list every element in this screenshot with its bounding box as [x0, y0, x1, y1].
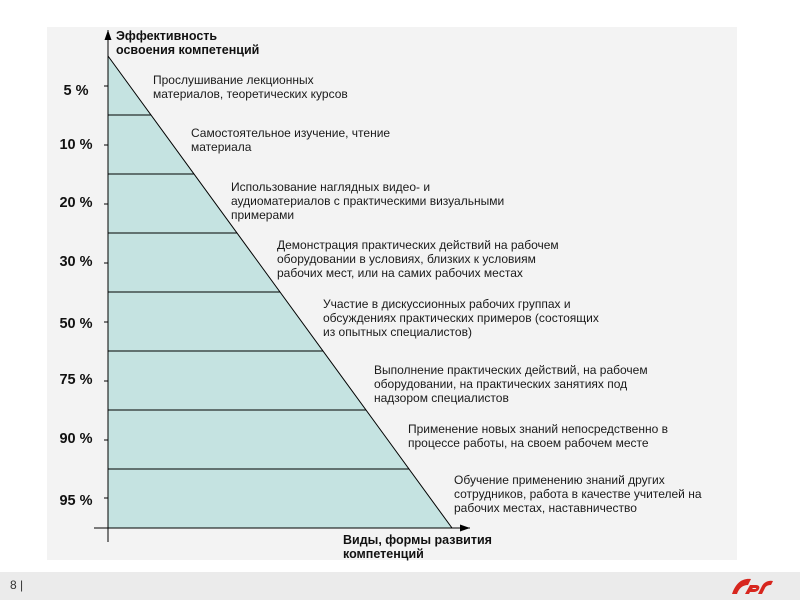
footer-bar: 8 |: [0, 572, 800, 600]
level-percent: 75 %: [59, 372, 93, 388]
page-number: 8 |: [10, 578, 24, 592]
level-description: Использование наглядных видео- и аудиома…: [231, 180, 505, 223]
x-axis-arrow: [460, 524, 470, 532]
level-percent: 10 %: [59, 137, 93, 153]
level-percent: 5 %: [63, 83, 89, 99]
level-description: Самостоятельное изучение, чтение материа…: [191, 126, 391, 155]
level-description: Обучение применению знаний других сотруд…: [454, 473, 702, 516]
level-percent: 50 %: [59, 316, 93, 332]
level-percent: 95 %: [59, 493, 93, 509]
rzd-logo: [732, 578, 773, 594]
y-axis-arrow: [104, 30, 112, 40]
y-axis-title: Эффективность освоения компетенций: [116, 29, 260, 57]
level-description: Участие в дискуссионных рабочих группах …: [323, 297, 599, 340]
level-description: Применение новых знаний непосредственно …: [408, 422, 668, 451]
level-description: Прослушивание лекционных материалов, тео…: [153, 73, 348, 102]
level-percent: 30 %: [59, 254, 93, 270]
x-axis-title: Виды, формы развития компетенций: [343, 533, 492, 561]
level-description: Выполнение практических действий, на раб…: [374, 363, 648, 406]
level-percent: 20 %: [59, 195, 93, 211]
level-description: Демонстрация практических действий на ра…: [277, 238, 559, 281]
level-percent: 90 %: [59, 431, 93, 447]
